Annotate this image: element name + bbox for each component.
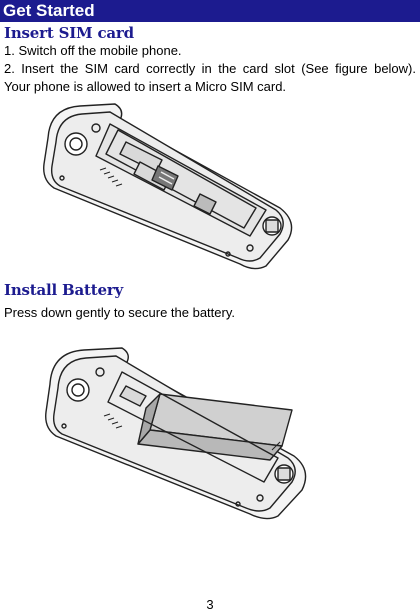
sim-card-insertion-illustration: [43, 103, 293, 270]
step-switch-off: 1. Switch off the mobile phone.: [4, 43, 182, 58]
section-heading-insert-sim: Insert SIM card: [4, 24, 134, 42]
step-insert-sim-line1: 2. Insert the SIM card correctly in the …: [4, 61, 416, 76]
section-heading-install-battery: Install Battery: [4, 281, 124, 299]
step-insert-sim-line2: Your phone is allowed to insert a Micro …: [4, 79, 287, 94]
page-number: 3: [206, 597, 214, 612]
battery-installation-illustration: [45, 347, 307, 520]
battery-instruction: Press down gently to secure the battery.: [4, 305, 235, 320]
chapter-title: Get Started: [0, 0, 420, 22]
